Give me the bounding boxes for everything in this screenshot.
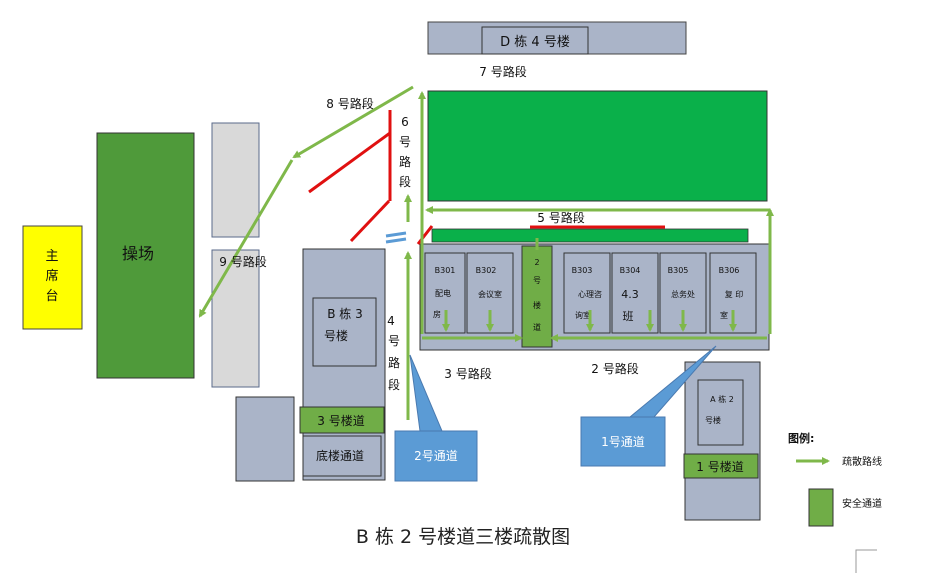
barrier-line-1 xyxy=(308,131,391,194)
room-b305-code: B305 xyxy=(668,266,689,275)
podium-char-2: 席 xyxy=(45,268,58,284)
small-building xyxy=(235,396,295,482)
stair-2-char-1: 2 xyxy=(534,258,539,267)
room-b304-code: B304 xyxy=(620,266,641,275)
label-segment-8: 8 号路段 xyxy=(326,96,373,111)
ground-passage xyxy=(302,435,382,477)
stair-2-char-4: 道 xyxy=(533,322,541,332)
playground xyxy=(96,132,195,379)
ground-passage-label: 底楼通道 xyxy=(316,448,364,463)
label-segment-6-3: 路 xyxy=(399,154,411,169)
stair-2-char-2: 号 xyxy=(533,276,541,285)
building-b3-label-box xyxy=(312,297,377,367)
label-segment-5: 5 号路段 xyxy=(537,210,584,225)
building-d4-label: D 栋 4 号楼 xyxy=(500,34,570,50)
blue-mark-2 xyxy=(385,237,407,244)
stair-a1 xyxy=(683,453,759,479)
legend-route-label: 疏散路线 xyxy=(842,455,882,468)
legend-safe-label: 安全通道 xyxy=(842,497,882,510)
podium xyxy=(22,225,83,330)
grey-strip-top xyxy=(211,122,260,238)
label-segment-6-2: 号 xyxy=(399,135,411,149)
building-a2-label-1: A 栋 2 xyxy=(710,394,734,404)
room-b301-line2: 房 xyxy=(433,309,441,319)
room-b302-line1: 会议室 xyxy=(478,289,502,299)
room-b301-code: B301 xyxy=(435,266,456,275)
room-b303-code: B303 xyxy=(572,266,593,275)
stair-b3 xyxy=(299,406,385,434)
barrier-line-3 xyxy=(349,199,391,243)
legend-title: 图例: xyxy=(788,431,814,445)
label-segment-4-2: 号 xyxy=(388,334,400,348)
label-segment-7: 7 号路段 xyxy=(479,64,526,79)
building-b3-label-1: B 栋 3 xyxy=(327,306,363,321)
room-b303 xyxy=(563,252,611,334)
podium-char-3: 台 xyxy=(45,289,58,304)
label-segment-3: 3 号路段 xyxy=(444,366,491,381)
building-a2-label-2: 号楼 xyxy=(705,415,721,425)
stair-2-char-3: 楼 xyxy=(533,300,541,310)
room-b302-code: B302 xyxy=(476,266,497,275)
label-segment-4-1: 4 xyxy=(387,314,395,328)
stair-a1-label: 1 号楼道 xyxy=(696,459,743,474)
room-b303-line2: 询室 xyxy=(575,310,591,320)
label-segment-6-1: 6 xyxy=(401,115,409,129)
callout-2 xyxy=(394,430,478,482)
stair-b3-label: 3 号楼道 xyxy=(317,413,364,428)
room-b306-line2: 室 xyxy=(720,310,728,320)
grey-strip-bottom xyxy=(211,249,260,388)
callout-2-label: 2号通道 xyxy=(414,449,458,463)
legend-safe-swatch xyxy=(808,488,834,527)
green-bar xyxy=(431,228,749,243)
barrier-line-4 xyxy=(416,225,434,245)
building-a2-label-box xyxy=(697,379,744,446)
podium-char-1: 主 xyxy=(45,249,58,264)
room-b303-line1: 心理咨 xyxy=(578,289,602,299)
stair-2 xyxy=(521,245,553,348)
page-title: B 栋 2 号楼道三楼疏散图 xyxy=(355,526,571,548)
label-segment-6-4: 段 xyxy=(399,174,411,189)
label-segment-2: 2 号路段 xyxy=(591,361,638,376)
room-b306-code: B306 xyxy=(719,266,740,275)
route-segment-8 xyxy=(292,85,414,159)
blue-mark-1 xyxy=(385,231,407,238)
room-b306-line1: 复 印 xyxy=(725,289,744,299)
playground-label: 操场 xyxy=(122,244,154,263)
route-segment-9 xyxy=(198,159,294,318)
label-segment-4-4: 段 xyxy=(388,377,400,392)
callout-1-label: 1号通道 xyxy=(601,435,645,449)
callout-2-pointer xyxy=(409,354,443,432)
room-b305-line1: 总务处 xyxy=(671,289,695,299)
green-area xyxy=(427,90,768,202)
corner-mark xyxy=(855,549,877,573)
label-segment-9: 9 号路段 xyxy=(219,254,266,269)
label-segment-4-3: 路 xyxy=(388,355,400,370)
callout-1 xyxy=(580,416,666,467)
room-b301-line1: 配电 xyxy=(435,288,451,298)
room-b304-line2: 班 xyxy=(623,310,634,323)
building-d4-label-box xyxy=(481,26,589,55)
room-b304-line1: 4.3 xyxy=(621,288,639,301)
building-b3-label-2: 号楼 xyxy=(324,328,348,343)
